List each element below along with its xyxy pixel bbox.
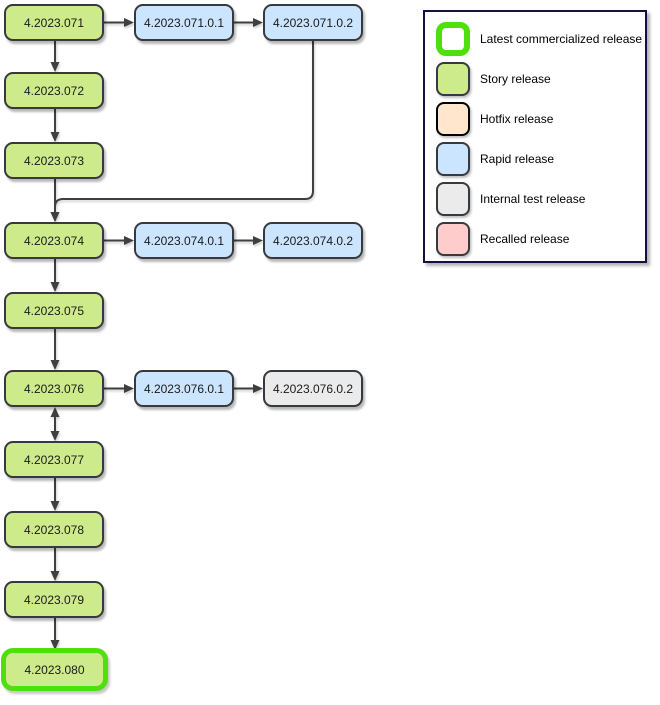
node-4.2023.080: 4.2023.080 xyxy=(1,648,108,691)
node-4.2023.074.0.2: 4.2023.074.0.2 xyxy=(263,222,363,259)
edge-v075-to-v076-arrowhead xyxy=(50,360,60,370)
legend-item-label: Hotfix release xyxy=(480,112,554,126)
legend-swatch-story xyxy=(436,62,470,96)
legend-item-label: Recalled release xyxy=(480,232,570,246)
node-4.2023.071: 4.2023.071 xyxy=(4,4,104,41)
node-4.2023.071.0.1: 4.2023.071.0.1 xyxy=(134,4,234,41)
node-4.2023.074: 4.2023.074 xyxy=(4,222,104,259)
node-4.2023.076: 4.2023.076 xyxy=(4,370,104,407)
legend-item-label: Story release xyxy=(480,72,551,86)
node-4.2023.071.0.2: 4.2023.071.0.2 xyxy=(263,4,363,41)
legend-swatch-latest xyxy=(436,22,470,56)
legend-swatch-hotfix xyxy=(436,102,470,136)
legend-item-rapid: Rapid release xyxy=(436,142,554,176)
edge-v076-to-v076-0-1-arrowhead xyxy=(124,384,134,393)
edge-v071-0-2-to-v074-arrowhead xyxy=(50,212,60,222)
edge-v078-to-v079-arrowhead xyxy=(50,571,60,581)
legend-item-label: Internal test release xyxy=(480,192,586,206)
edge-v077-to-v078-arrowhead xyxy=(50,501,60,511)
node-4.2023.077: 4.2023.077 xyxy=(4,441,104,478)
legend-swatch-rapid xyxy=(436,142,470,176)
legend-item-recalled: Recalled release xyxy=(436,222,569,256)
edge-v076-to-v077-arrowhead xyxy=(50,431,60,441)
edge-v074-to-v074-0-1-arrowhead xyxy=(124,236,134,245)
node-4.2023.079: 4.2023.079 xyxy=(4,581,104,618)
legend-swatch-internal xyxy=(436,182,470,216)
edge-v079-to-v080-arrowhead xyxy=(50,640,60,650)
edge-v071-to-v072-arrowhead xyxy=(50,62,60,72)
edge-v074-to-v075-arrowhead xyxy=(50,282,60,292)
legend-item-label: Latest commercialized release xyxy=(480,32,643,46)
node-4.2023.075: 4.2023.075 xyxy=(4,292,104,329)
edge-v071-0-1-to-v071-0-2-arrowhead xyxy=(253,18,263,27)
edge-v071-to-v071-0-1-arrowhead xyxy=(124,18,134,27)
node-4.2023.078: 4.2023.078 xyxy=(4,511,104,548)
node-4.2023.073: 4.2023.073 xyxy=(4,142,104,179)
edge-v072-to-v073-arrowhead xyxy=(50,132,60,142)
edge-v076-to-v077-arrowhead-reverse xyxy=(50,407,60,417)
edge-v076-0-1-to-v076-0-2-arrowhead xyxy=(253,384,263,393)
edge-v071-0-2-to-v074 xyxy=(54,41,314,213)
node-4.2023.076.0.1: 4.2023.076.0.1 xyxy=(134,370,234,407)
legend-item-internal: Internal test release xyxy=(436,182,585,216)
node-4.2023.074.0.1: 4.2023.074.0.1 xyxy=(134,222,234,259)
legend-item-latest: Latest commercialized release xyxy=(436,22,642,56)
legend-item-label: Rapid release xyxy=(480,152,555,166)
node-4.2023.072: 4.2023.072 xyxy=(4,72,104,109)
edge-v074-0-1-to-v074-0-2-arrowhead xyxy=(253,236,263,245)
legend-item-story: Story release xyxy=(436,62,551,96)
node-4.2023.076.0.2: 4.2023.076.0.2 xyxy=(263,370,363,407)
legend-item-hotfix: Hotfix release xyxy=(436,102,553,136)
legend-swatch-recalled xyxy=(436,222,470,256)
